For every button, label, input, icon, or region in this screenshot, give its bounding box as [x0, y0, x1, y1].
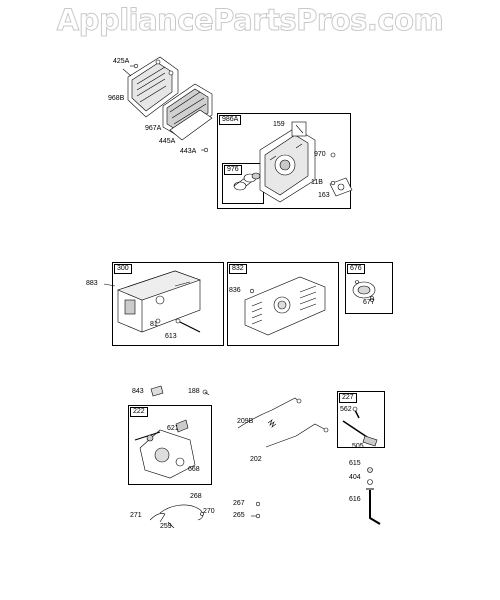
box-label-832: 832	[229, 264, 247, 274]
governor-control-part	[134, 419, 196, 479]
part-label-562: 562	[340, 406, 352, 413]
box-label-976: 976	[224, 165, 242, 175]
throttle-cable-part	[149, 504, 204, 529]
part-label-259: 259	[160, 523, 172, 530]
part-label-883: 883	[86, 280, 98, 287]
site-watermark: AppliancePartsPros.com	[56, 3, 444, 38]
part-label-668: 668	[188, 466, 200, 473]
air-filter-element-part	[162, 83, 213, 138]
muffler-gasket-part	[352, 280, 376, 300]
box-227	[337, 391, 385, 448]
part-label-621: 621	[167, 425, 179, 432]
governor-shaft-part	[366, 488, 381, 525]
part-label-677: 677	[363, 299, 375, 306]
part-label-443a: 443A	[180, 148, 197, 155]
box-986a	[217, 113, 351, 209]
part-label-267: 267	[233, 500, 245, 507]
box-832	[227, 262, 339, 346]
part-label-616: 616	[349, 496, 361, 503]
part-label-967a: 967A	[145, 125, 162, 132]
part-label-159: 159	[273, 121, 285, 128]
air-filter-base-part	[122, 56, 179, 118]
screw-443a-part	[201, 147, 209, 153]
air-cleaner-body-part	[259, 121, 316, 203]
part-label-615: 615	[349, 460, 361, 467]
governor-spring-part	[237, 397, 302, 429]
part-label-404: 404	[349, 474, 361, 481]
part-label-270: 270	[203, 508, 215, 515]
part-label-445a: 445A	[159, 138, 176, 145]
governor-link-part	[265, 423, 329, 448]
box-label-300: 300	[114, 264, 132, 274]
part-label-843: 843	[132, 388, 144, 395]
part-label-271: 271	[130, 512, 142, 519]
part-label-202: 202	[250, 456, 262, 463]
box-300	[112, 262, 224, 346]
breather-tube-part	[233, 172, 261, 191]
part-label-613: 613	[165, 333, 177, 340]
bolt-562-part	[352, 406, 360, 419]
muffler-part	[117, 270, 201, 333]
screw-265-part	[251, 513, 261, 519]
part-label-836: 836	[229, 287, 241, 294]
part-label-968b: 968B	[108, 95, 125, 102]
part-label-505: 505	[352, 443, 364, 450]
box-222	[128, 405, 212, 485]
screw-425a-part	[130, 63, 139, 69]
box-label-676: 676	[347, 264, 365, 274]
box-label-222: 222	[130, 407, 148, 417]
box-676	[345, 262, 393, 314]
muffler-guard-part	[244, 276, 326, 336]
part-label-268: 268	[190, 493, 202, 500]
part-label-970: 970	[314, 151, 326, 158]
part-label-81: 81	[150, 321, 158, 328]
part-label-209b: 209B	[237, 418, 254, 425]
part-label-11b: 11B	[311, 179, 323, 186]
box-label-986a: 986A	[219, 115, 242, 125]
bolt-188-part	[202, 389, 210, 396]
part-label-425a: 425A	[113, 58, 130, 65]
clip-267-part	[255, 501, 261, 507]
bracket-843-part	[150, 385, 164, 397]
governor-arm-part	[342, 420, 378, 447]
box-label-227: 227	[339, 393, 357, 403]
part-label-163: 163	[318, 192, 330, 199]
gasket-163-part	[329, 177, 353, 197]
part-label-265: 265	[233, 512, 245, 519]
part-label-188: 188	[188, 388, 200, 395]
